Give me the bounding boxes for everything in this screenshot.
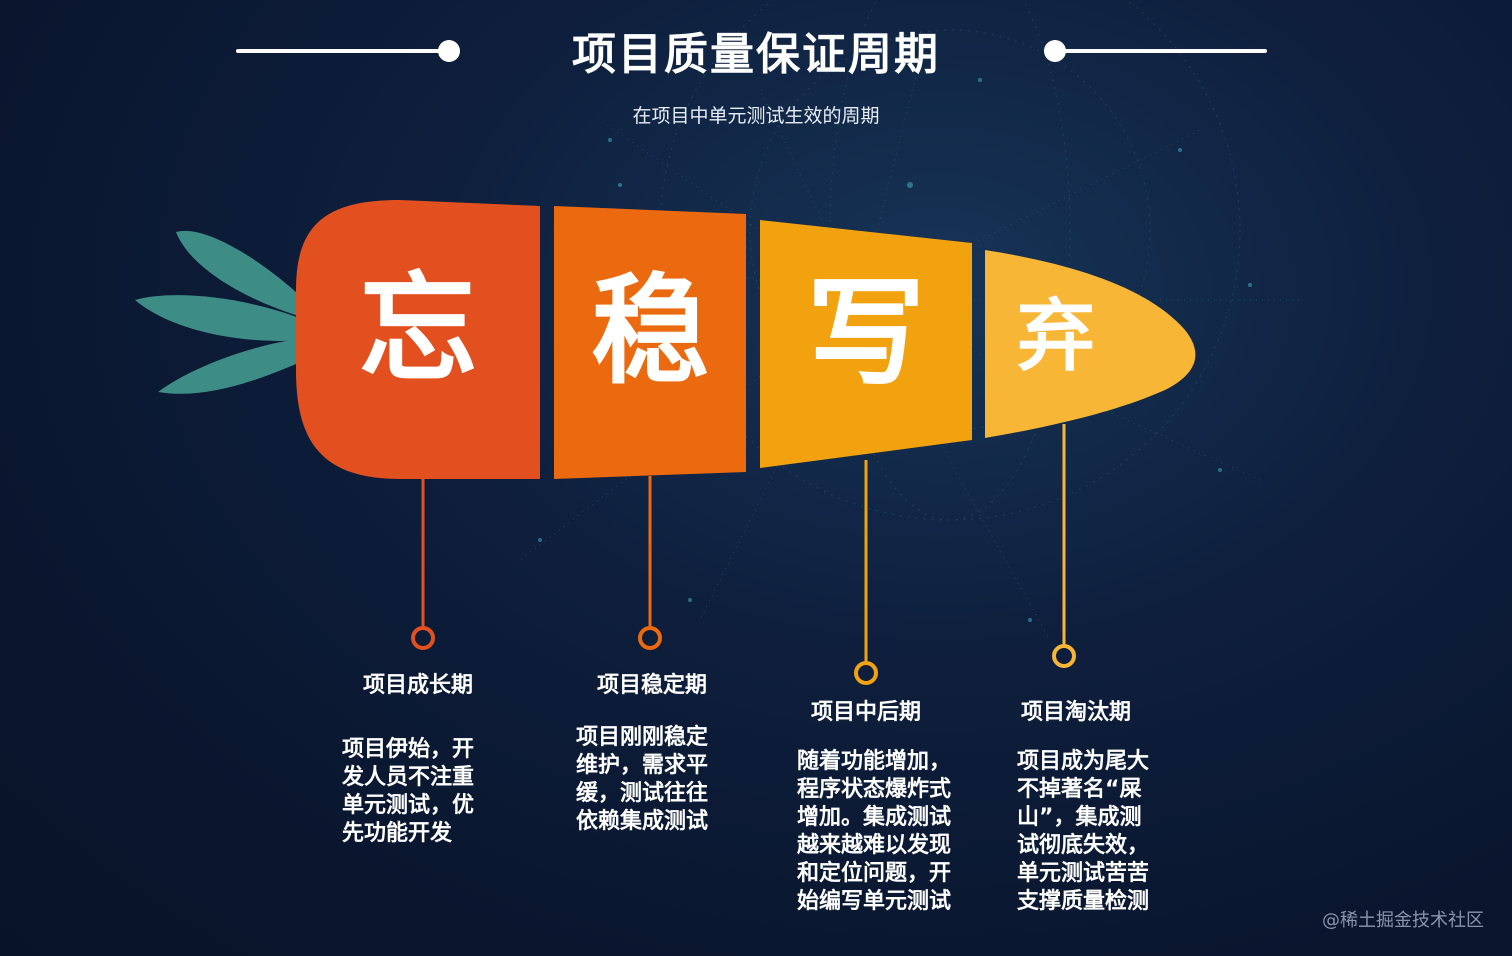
phase-desc-4: 项目成为尾大 不掉著名“屎 山”，集成测 试彻底失效， 单元测试苦苦 支撑质量检… [1017,749,1150,914]
connector-lines [411,424,1076,685]
carrot-segment-2 [554,206,746,479]
segment-1-char: 忘 [358,260,477,398]
network-background [519,0,1300,641]
phase-desc-3: 随着功能增加， 程序状态爆炸式 增加。集成测试 越来越难以发现 和定位问题，开 … [797,749,952,914]
carrot-segment-4 [985,250,1196,438]
phase-title-1: 项目成长期 [362,673,473,698]
carrot-segment-1 [296,200,540,479]
title-line-left [236,49,451,53]
title-dot-left [438,40,460,62]
title-line-right [1055,49,1267,53]
phase-title-2: 项目稳定期 [596,673,707,698]
carrot-segment-3 [760,220,972,468]
page-subtitle: 在项目中单元测试生效的周期 [632,105,880,127]
segment-3-char: 写 [806,264,925,402]
segment-2-char: 稳 [590,262,709,400]
phase-desc-2: 项目刚刚稳定 维护，需求平 缓，测试往往 依赖集成测试 [576,725,709,834]
page-title: 项目质量保证周期 [572,29,940,80]
watermark: @稀土掘金技术社区 [1322,910,1484,931]
phase-title-4: 项目淘汰期 [1020,700,1131,725]
phase-title-3: 项目中后期 [810,700,921,725]
title-dot-right [1044,40,1066,62]
segment-4-char: 弃 [1016,292,1095,382]
phase-desc-1: 项目伊始，开 发人员不注重 单元测试，优 先功能开发 [342,737,475,846]
carrot-leaves [135,230,305,394]
